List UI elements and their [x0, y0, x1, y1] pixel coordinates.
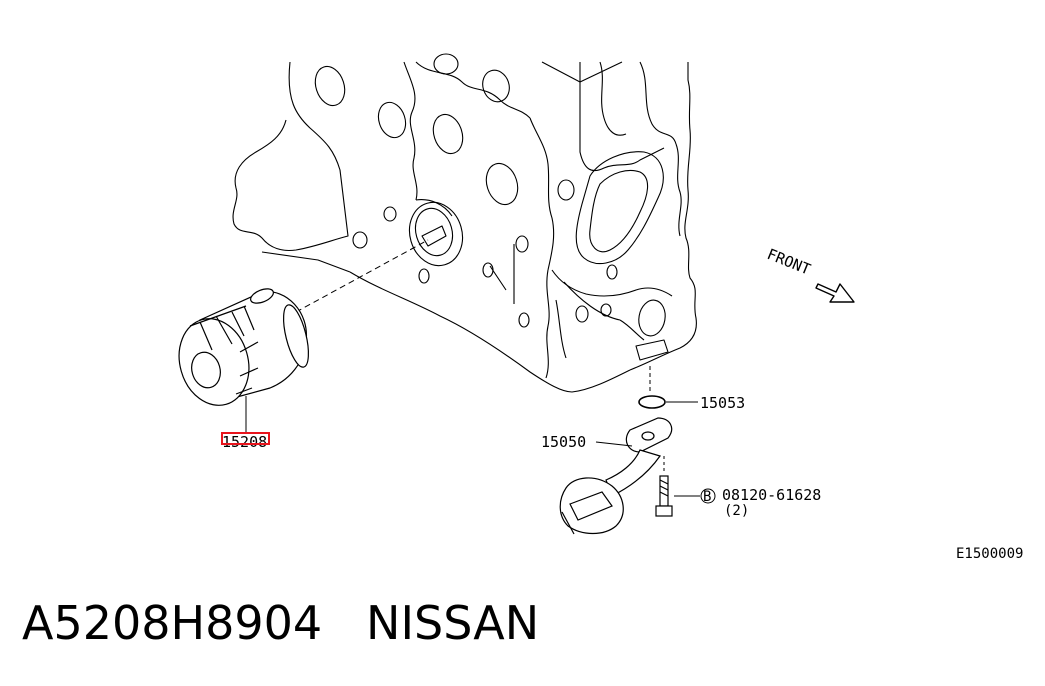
oil-strainer [559, 417, 673, 535]
part-label-filter: 15208 [222, 433, 267, 451]
front-label: FRONT [765, 245, 814, 279]
diagram-code: E1500009 [956, 546, 1023, 562]
strainer-callout-line [595, 441, 633, 447]
part-label-o-ring: 15053 [700, 394, 745, 412]
bolt-marker-circle [700, 488, 716, 504]
highlight-box [221, 432, 270, 445]
o-ring [638, 395, 666, 409]
bolt-marker-letter: B [703, 489, 711, 505]
filter-leader-dashed [295, 239, 429, 313]
engine-block [232, 53, 697, 393]
part-label-bolt-qty: (2) [724, 503, 749, 519]
part-label-bolt: 08120-61628 [722, 486, 821, 504]
oil-filter [178, 288, 310, 406]
part-caption: A5208H8904 NISSAN [22, 596, 540, 650]
bolt [655, 475, 673, 517]
front-arrow-icon [815, 283, 855, 303]
part-label-strainer: 15050 [541, 433, 586, 451]
parts-diagram: FRONT 15208 15053 15050 B 08120-61628 (2… [178, 53, 1023, 562]
